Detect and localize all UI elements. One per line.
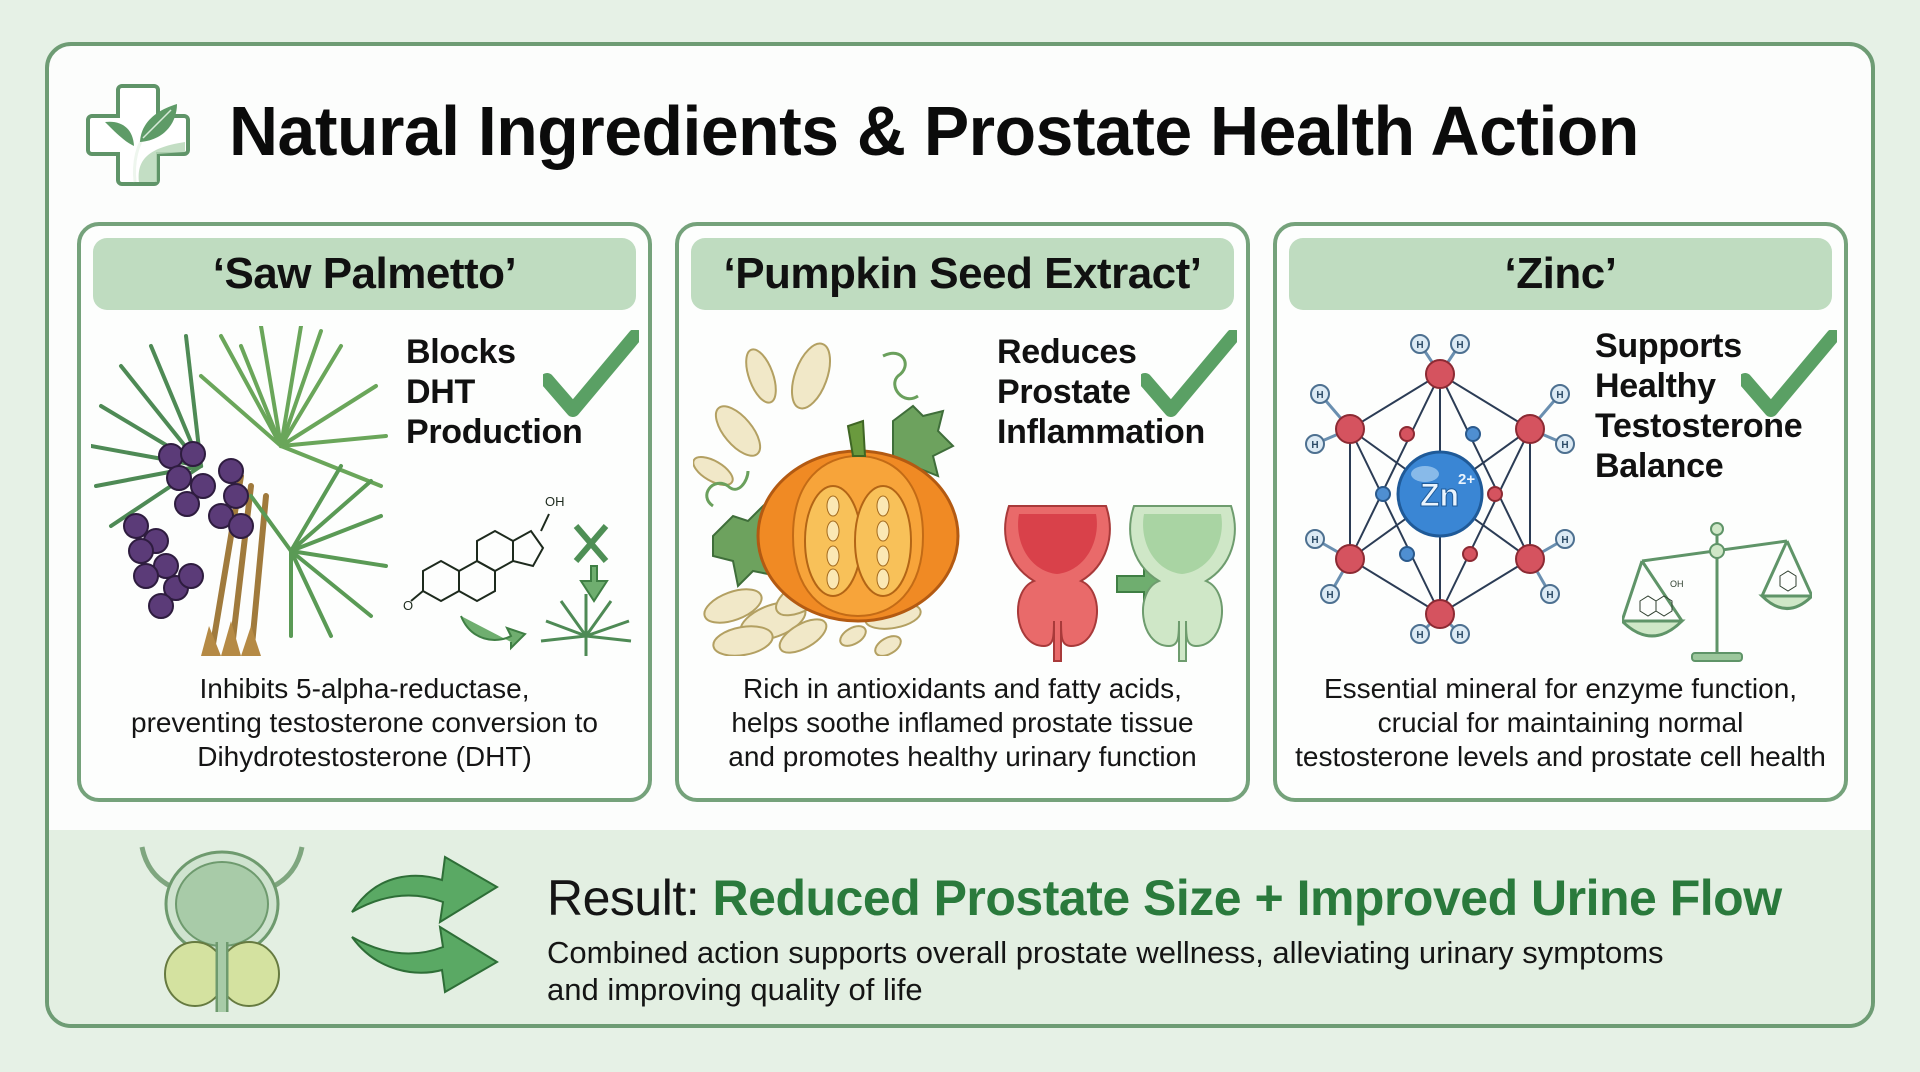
svg-text:O: O — [403, 598, 413, 613]
infographic-frame: Natural Ingredients & Prostate Health Ac… — [45, 42, 1875, 1028]
svg-text:H: H — [1416, 630, 1423, 641]
benefit-text: Reduces Prostate Inflammation — [997, 333, 1205, 451]
svg-text:H: H — [1311, 440, 1318, 451]
card-title: ‘Saw Palmetto’ — [93, 238, 636, 310]
svg-text:OH: OH — [1670, 579, 1684, 589]
card-title: ‘Zinc’ — [1289, 238, 1832, 310]
check-icon — [1741, 330, 1837, 417]
svg-text:H: H — [1456, 630, 1463, 641]
svg-text:OH: OH — [545, 494, 565, 509]
zinc-ion-complex-icon: H H H H H H H H H H H H Zn 2+ — [1305, 334, 1575, 644]
svg-text:H: H — [1556, 390, 1563, 401]
check-icon — [543, 330, 639, 417]
svg-text:H: H — [1316, 390, 1323, 401]
card-title: ‘Pumpkin Seed Extract’ — [691, 238, 1234, 310]
curved-arrows-icon — [351, 855, 499, 994]
result-label: Result: — [547, 870, 700, 926]
svg-text:H: H — [1456, 340, 1463, 351]
svg-text:H: H — [1561, 440, 1568, 451]
ingredient-description: Essential mineral for enzyme function, c… — [1295, 673, 1826, 772]
pumpkin-with-seeds-icon — [693, 342, 960, 656]
ingredient-card-zinc: ‘Zinc’ — [1273, 222, 1848, 802]
ingredient-card-pumpkin-seed: ‘Pumpkin Seed Extract’ — [675, 222, 1250, 802]
ingredient-description: Inhibits 5-alpha-reductase, preventing t… — [131, 673, 598, 772]
svg-text:2+: 2+ — [1458, 471, 1475, 488]
svg-text:H: H — [1561, 535, 1568, 546]
svg-text:H: H — [1416, 340, 1423, 351]
result-headline: Result: Reduced Prostate Size + Improved… — [547, 870, 1782, 926]
svg-text:H: H — [1311, 535, 1318, 546]
check-icon — [1141, 330, 1237, 417]
svg-text:H: H — [1546, 590, 1553, 601]
benefit-text: Blocks DHT Production — [406, 333, 583, 451]
saw-palmetto-plant-icon — [91, 326, 388, 656]
ingredient-description: Rich in antioxidants and fatty acids, he… — [728, 673, 1197, 772]
healthy-prostate-icon — [139, 846, 305, 1012]
inflamed-to-healthy-prostate-icon — [1004, 505, 1236, 662]
dht-molecule-blocked-icon: OH O OH — [403, 494, 632, 656]
svg-text:Zn: Zn — [1420, 477, 1459, 513]
ingredient-card-saw-palmetto: ‘Saw Palmetto’ — [77, 222, 652, 802]
balance-scale-icon: OH — [1622, 522, 1812, 662]
result-highlight: Reduced Prostate Size + Improved Urine F… — [712, 870, 1783, 926]
svg-text:H: H — [1326, 590, 1333, 601]
result-section: Result: Reduced Prostate Size + Improved… — [49, 830, 1871, 1024]
page-title: Natural Ingredients & Prostate Health Ac… — [229, 92, 1639, 170]
medical-cross-leaf-icon — [86, 84, 190, 186]
result-description: Combined action supports overall prostat… — [547, 935, 1664, 1007]
